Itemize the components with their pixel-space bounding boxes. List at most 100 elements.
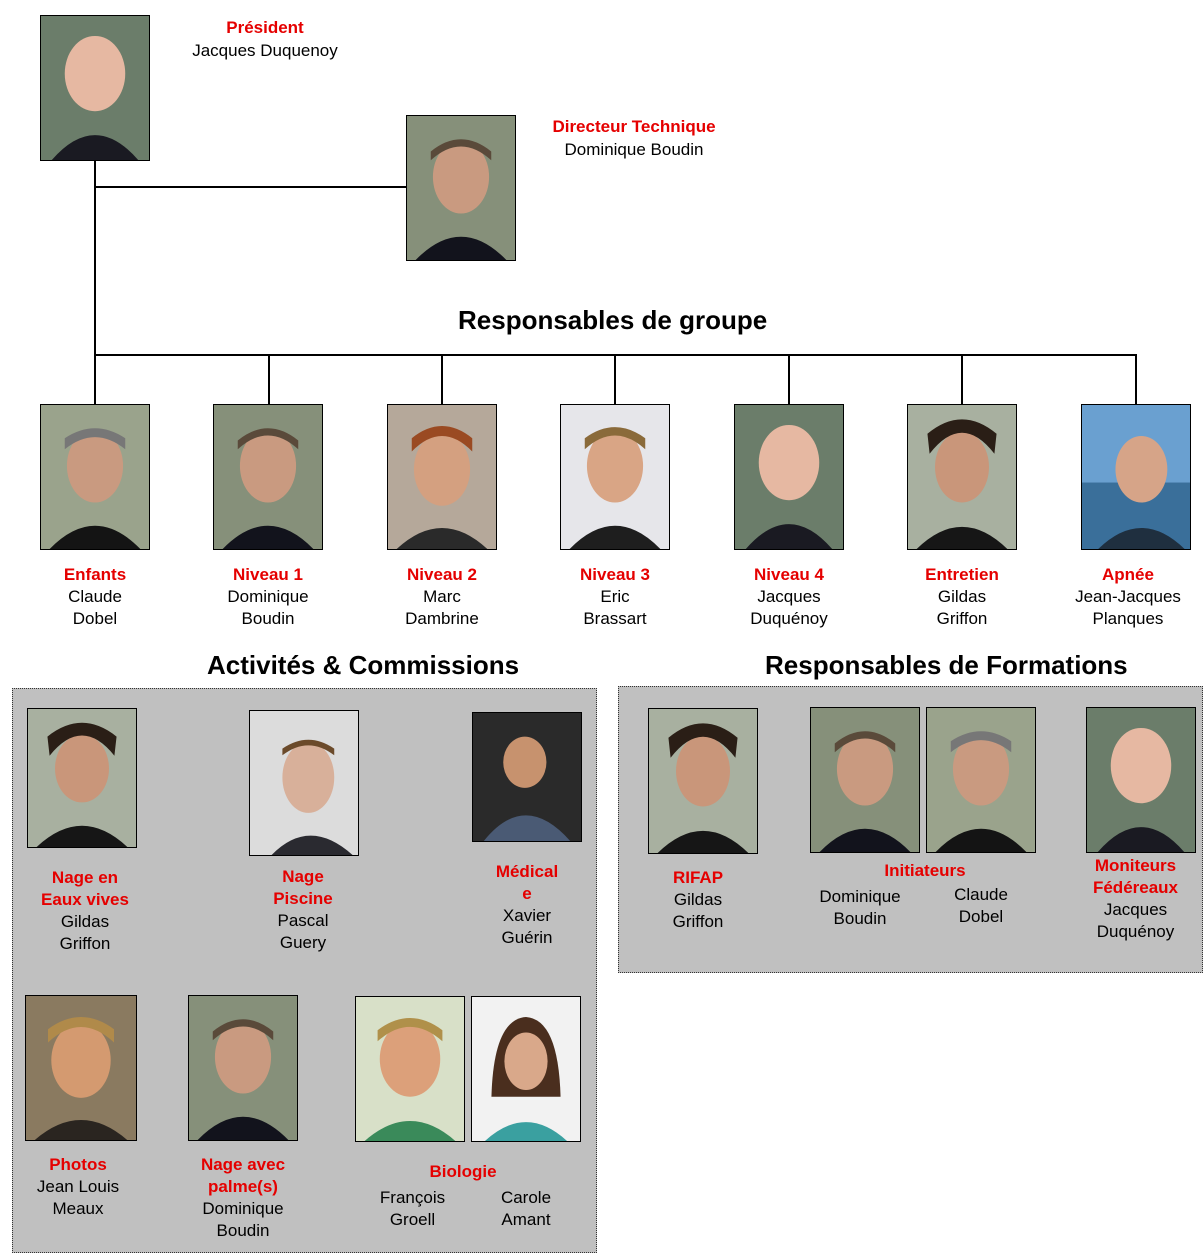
activite-name: Carole (500, 1188, 552, 1207)
directeur-name: Dominique Boudin (564, 140, 704, 159)
formation-name: Gildas (673, 890, 723, 909)
groupe-photo-enfants (40, 404, 150, 550)
activite-role: Piscine (273, 889, 333, 908)
president-role: Président (226, 18, 304, 37)
activite-name: Guery (279, 933, 327, 952)
formation-photo-rifap (648, 708, 758, 854)
connector-president-trunk (94, 161, 96, 355)
activite-name: Amant (501, 1210, 551, 1229)
heading-groupes: Responsables de groupe (458, 305, 768, 335)
activite-role-biologie: Biologie (429, 1162, 497, 1181)
heading-formations: Responsables de Formations (765, 650, 1128, 680)
formation-role: Moniteurs (1094, 856, 1177, 875)
activite-name: Dominique (202, 1199, 284, 1218)
formation-name: Griffon (672, 912, 724, 931)
formation-name: Jacques (1103, 900, 1168, 919)
groupe-name: Gildas (937, 587, 987, 606)
formation-photo-initiateurs-2 (926, 707, 1036, 853)
formation-photo-moniteurs (1086, 707, 1196, 853)
groupe-name: Jean-Jacques (1075, 587, 1181, 606)
activite-name: Gildas (60, 912, 110, 931)
groupe-name: Claude (68, 587, 122, 606)
formation-role: RIFAP (672, 868, 724, 887)
groupe-photo-entretien (907, 404, 1017, 550)
activite-role: Nage en (51, 868, 119, 887)
connector-drop-5 (788, 354, 790, 404)
activite-role: palme(s) (208, 1177, 278, 1196)
groupe-role: Apnée (1102, 565, 1154, 584)
groupe-photo-niveau1 (213, 404, 323, 550)
activite-role: Nage (282, 867, 324, 886)
groupe-name: Eric (600, 587, 630, 606)
formation-photo-initiateurs-1 (810, 707, 920, 853)
groupe-photo-apnee (1081, 404, 1191, 550)
activite-photo-photos (25, 995, 137, 1141)
activite-name: Pascal (277, 911, 329, 930)
heading-activites: Activités & Commissions (207, 650, 520, 680)
activite-name: Groell (389, 1210, 436, 1229)
activite-photo-eaux-vives (27, 708, 137, 848)
connector-drop-7 (1135, 354, 1137, 404)
president-photo (40, 15, 150, 161)
formation-name: Boudin (833, 909, 887, 928)
groupe-name: Dambrine (405, 609, 479, 628)
activite-name: Griffon (59, 934, 111, 953)
directeur-photo (406, 115, 516, 261)
groupe-photo-niveau3 (560, 404, 670, 550)
activite-name: Guérin (501, 928, 553, 947)
activite-photo-palmes (188, 995, 298, 1141)
activite-role: Nage avec (200, 1155, 286, 1174)
groupe-role: Entretien (925, 565, 999, 584)
connector-drop-2 (268, 354, 270, 404)
formation-role: Fédéreaux (1092, 878, 1179, 897)
activite-role: Médical (495, 862, 559, 881)
groupe-name: Dominique (227, 587, 309, 606)
directeur-role: Directeur Technique (552, 117, 716, 136)
groupe-photo-niveau4 (734, 404, 844, 550)
groupe-name: Planques (1092, 609, 1164, 628)
connector-directeur (94, 186, 406, 188)
activite-name: Jean Louis (36, 1177, 120, 1196)
connector-drop-1 (94, 354, 96, 404)
activite-name: François (379, 1188, 446, 1207)
formation-name: Duquénoy (1096, 922, 1175, 941)
activite-name: Meaux (52, 1199, 104, 1218)
activite-name: Xavier (502, 906, 552, 925)
activite-role: Photos (49, 1155, 107, 1174)
activite-photo-biologie-1 (355, 996, 465, 1142)
formation-name: Dominique (819, 887, 901, 906)
groupe-name: Duquénoy (750, 609, 828, 628)
groupe-role: Niveau 3 (580, 565, 650, 584)
activite-photo-piscine (249, 710, 359, 856)
groupe-name: Dobel (72, 609, 118, 628)
groupe-role: Enfants (63, 565, 127, 584)
connector-drop-3 (441, 354, 443, 404)
connector-drop-4 (614, 354, 616, 404)
groupe-name: Boudin (241, 609, 295, 628)
formation-role-initiateurs: Initiateurs (884, 861, 966, 880)
groupe-name: Griffon (936, 609, 988, 628)
groupe-role: Niveau 1 (233, 565, 303, 584)
formation-name: Dobel (958, 907, 1004, 926)
activite-name: Boudin (216, 1221, 270, 1240)
groupe-role: Niveau 4 (754, 565, 824, 584)
activite-photo-medical (472, 712, 582, 842)
